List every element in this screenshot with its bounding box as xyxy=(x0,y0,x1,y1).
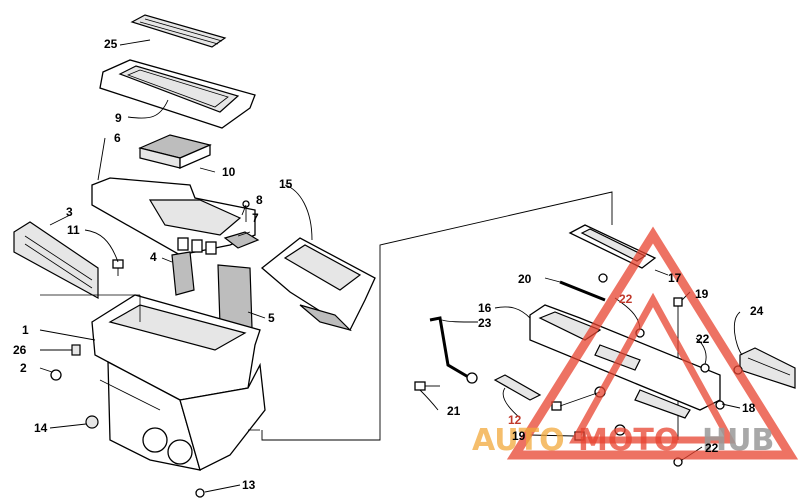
part-1-airbox xyxy=(91,294,266,471)
callout-24: 24 xyxy=(750,304,764,318)
callout-22-b: 22 xyxy=(696,332,710,346)
watermark-text-moto: MOTO xyxy=(578,423,679,458)
callout-3: 3 xyxy=(66,205,73,219)
callout-7: 7 xyxy=(252,211,259,225)
part-5-foam-seal xyxy=(217,264,253,329)
connector-line xyxy=(261,191,613,441)
callout-1: 1 xyxy=(22,323,29,337)
callout-5: 5 xyxy=(268,311,275,325)
part-19-bolt-b xyxy=(551,401,562,411)
part-8-bolt xyxy=(242,200,250,222)
callout-19-b: 19 xyxy=(512,429,526,443)
left-leader-lines xyxy=(39,39,313,493)
callout-18: 18 xyxy=(742,401,756,415)
callout-6: 6 xyxy=(114,131,121,145)
part-washer-right xyxy=(715,400,725,410)
callout-labels: 25 9 6 10 15 8 7 3 11 4 5 1 26 2 14 13 1… xyxy=(13,37,764,492)
right-leader-lines xyxy=(419,269,743,461)
callout-20: 20 xyxy=(518,272,532,286)
part-13-drain-plug xyxy=(195,488,205,498)
watermark-triangle-icon xyxy=(506,226,799,460)
part-14-grommet xyxy=(85,415,99,429)
callout-8: 8 xyxy=(256,193,263,207)
watermark-text-auto: AUTO xyxy=(472,423,565,458)
part-21-bolt xyxy=(414,381,426,391)
callout-17: 17 xyxy=(668,271,682,285)
callout-22-c: 22 xyxy=(705,441,719,455)
callout-13: 13 xyxy=(242,478,256,492)
callout-4: 4 xyxy=(150,250,157,264)
part-6-housing-plate xyxy=(91,177,256,256)
callout-16: 16 xyxy=(478,301,492,315)
part-2-washer xyxy=(50,369,62,381)
callout-10: 10 xyxy=(222,165,236,179)
callout-22-a: 22 xyxy=(619,292,633,306)
part-25-screen xyxy=(130,14,227,48)
part-15-intake-elbow xyxy=(260,237,376,332)
callout-23: 23 xyxy=(478,316,492,330)
part-12-bracket xyxy=(493,374,542,401)
callout-15: 15 xyxy=(279,177,293,191)
callout-12: 12 xyxy=(508,413,522,427)
watermark: AUTO MOTO HUB xyxy=(472,226,799,460)
part-22-nut-a xyxy=(598,273,608,283)
part-26-clip xyxy=(71,344,81,356)
part-23-washer xyxy=(466,372,478,384)
callout-2: 2 xyxy=(20,361,27,375)
callout-21: 21 xyxy=(447,404,461,418)
part-23-rod xyxy=(429,316,471,380)
part-10-filter xyxy=(138,134,212,169)
part-7-gasket xyxy=(223,231,260,249)
part-11-bolt xyxy=(112,259,124,276)
part-9-cover xyxy=(99,59,256,129)
part-22-nut-b xyxy=(700,363,710,373)
part-16-silencer xyxy=(529,304,721,419)
part-washer-low xyxy=(614,424,626,436)
part-20-rod xyxy=(559,280,606,302)
callout-9: 9 xyxy=(115,111,122,125)
callout-19-a: 19 xyxy=(695,287,709,301)
part-3-side-screen xyxy=(13,221,99,300)
callout-26: 26 xyxy=(13,343,27,357)
callout-11: 11 xyxy=(67,223,80,237)
part-4-foam-seal xyxy=(171,251,195,296)
watermark-text-hub: HUB xyxy=(702,423,774,458)
callout-25: 25 xyxy=(104,37,118,51)
callout-14: 14 xyxy=(34,421,48,435)
